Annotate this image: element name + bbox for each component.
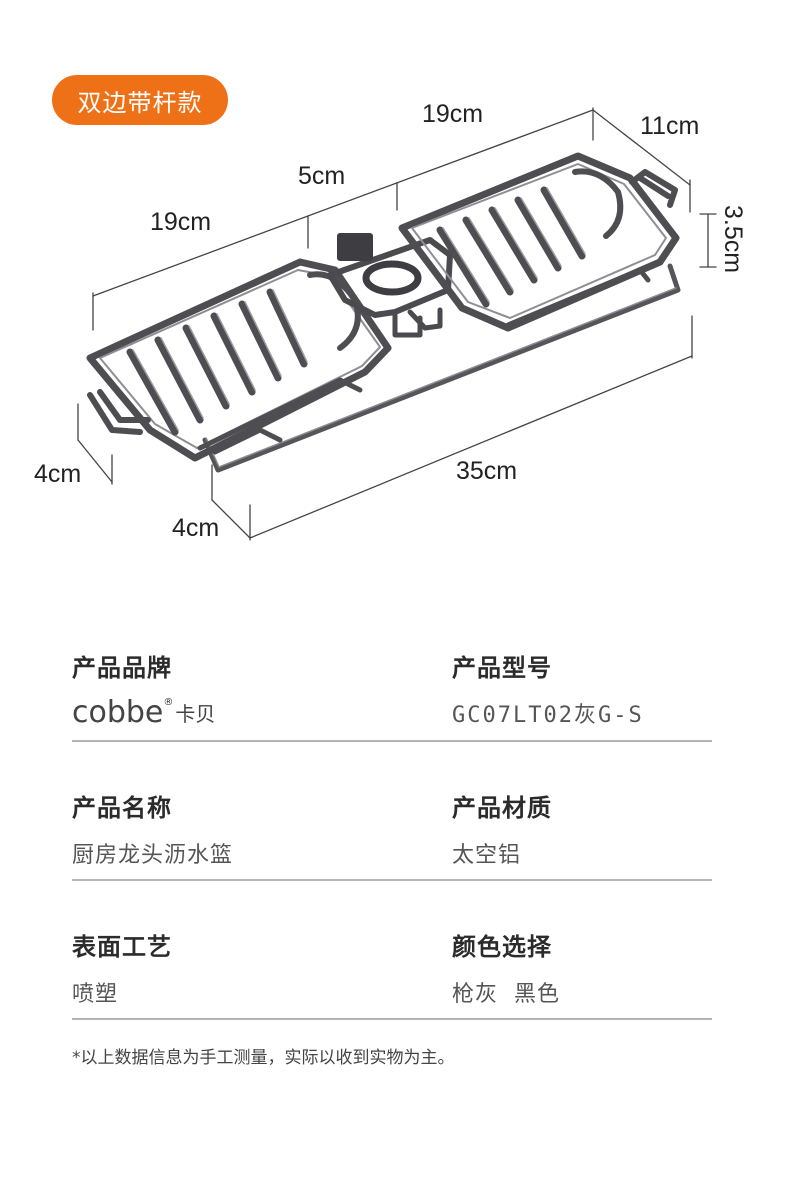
style-badge: 双边带杆款 (52, 75, 228, 125)
spec-name: 产品名称 厨房龙头沥水篮 (72, 788, 233, 869)
divider (72, 740, 712, 742)
brand-logo-en: cobbe (72, 695, 164, 730)
dim-bar-offset: 4cm (172, 514, 220, 542)
left-basket (86, 258, 392, 462)
brand-logo-cn: 卡贝 (175, 702, 216, 726)
spec-row: 表面工艺 喷塑 颜色选择 枪灰 黑色 (72, 927, 712, 1066)
spec-brand: 产品品牌 cobbe ® 卡贝 (72, 648, 215, 730)
dim-top-right-length: 19cm (422, 100, 484, 128)
spec-model-value: GC07LT02灰G-S (452, 703, 644, 728)
spec-material: 产品材质 太空铝 (452, 788, 552, 869)
brand-registered-mark: ® (163, 697, 174, 708)
spec-surface: 表面工艺 喷塑 (72, 927, 172, 1008)
dimension-lines (77, 107, 717, 541)
spec-color-label: 颜色选择 (452, 933, 552, 961)
spec-color-value: 枪灰 黑色 (452, 982, 560, 1007)
divider (72, 1018, 712, 1020)
brand-logo: cobbe ® 卡贝 (72, 695, 215, 730)
spec-model-label: 产品型号 (452, 654, 552, 682)
divider (72, 879, 712, 881)
right-basket (398, 152, 680, 332)
product-illustration (77, 107, 717, 541)
dim-left-height: 4cm (34, 460, 82, 488)
spec-row: 产品名称 厨房龙头沥水篮 产品材质 太空铝 (72, 788, 712, 927)
towel-bar (202, 263, 681, 473)
spec-name-label: 产品名称 (72, 794, 172, 822)
dim-middle-gap: 5cm (298, 162, 346, 190)
disclaimer-note: *以上数据信息为手工测量，实际以收到实物为主。 (72, 1048, 455, 1068)
spec-brand-label: 产品品牌 (72, 654, 172, 682)
dim-bar-length: 35cm (456, 457, 518, 485)
spec-surface-label: 表面工艺 (72, 933, 172, 961)
spec-row: 产品品牌 cobbe ® 卡贝 产品型号 GC07LT02灰G-S (72, 648, 712, 787)
spec-material-label: 产品材质 (452, 794, 552, 822)
spec-surface-value: 喷塑 (72, 982, 119, 1007)
spec-color: 颜色选择 枪灰 黑色 (452, 927, 560, 1008)
dim-left-length: 19cm (150, 208, 212, 236)
faucet-clamp (327, 233, 453, 338)
spec-material-value: 太空铝 (452, 843, 522, 868)
spec-model: 产品型号 GC07LT02灰G-S (452, 648, 644, 729)
dim-top-right-depth: 11cm (640, 112, 700, 140)
dim-right-height: 3.5cm (719, 205, 747, 274)
spec-name-value: 厨房龙头沥水篮 (72, 843, 234, 868)
